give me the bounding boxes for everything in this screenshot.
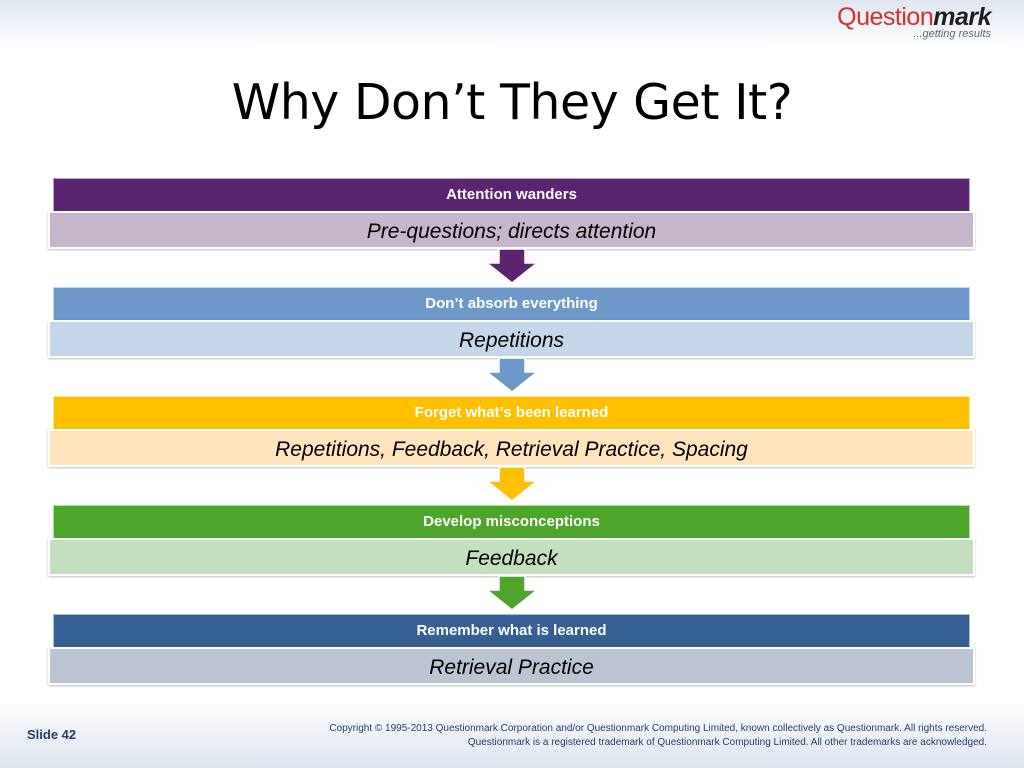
- step-5-problem: Remember what is learned: [53, 614, 970, 648]
- step-2-problem: Don’t absorb everything: [53, 287, 970, 321]
- questionmark-logo: Questionmark ...getting results: [837, 4, 991, 40]
- copyright-line-1: Copyright © 1995-2013 Questionmark Corpo…: [329, 723, 987, 734]
- logo-tagline: ...getting results: [913, 28, 991, 40]
- down-arrow-icon: [487, 467, 537, 501]
- step-2-solution: Repetitions: [48, 320, 975, 358]
- step-4-problem: Develop misconceptions: [53, 505, 970, 539]
- step-4-solution: Feedback: [48, 538, 975, 576]
- logo-wordmark: Questionmark: [837, 4, 991, 30]
- logo-brand-bold: mark: [933, 3, 991, 31]
- copyright-notice: Copyright © 1995-2013 Questionmark Corpo…: [329, 722, 987, 750]
- slide-title: Why Don’t They Get It?: [231, 74, 793, 131]
- down-arrow-icon: [487, 358, 537, 392]
- slide-number: Slide 42: [27, 727, 77, 742]
- step-5-solution: Retrieval Practice: [48, 647, 975, 685]
- step-3-problem: Forget what’s been learned: [53, 396, 970, 430]
- step-3-solution: Repetitions, Feedback, Retrieval Practic…: [48, 429, 975, 467]
- copyright-line-2: Questionmark is a registered trademark o…: [467, 737, 987, 748]
- step-1-problem: Attention wanders: [53, 178, 970, 212]
- step-1-solution: Pre-questions; directs attention: [48, 211, 975, 249]
- down-arrow-icon: [487, 249, 537, 283]
- down-arrow-icon: [487, 576, 537, 610]
- logo-brand-plain: Question: [837, 3, 934, 31]
